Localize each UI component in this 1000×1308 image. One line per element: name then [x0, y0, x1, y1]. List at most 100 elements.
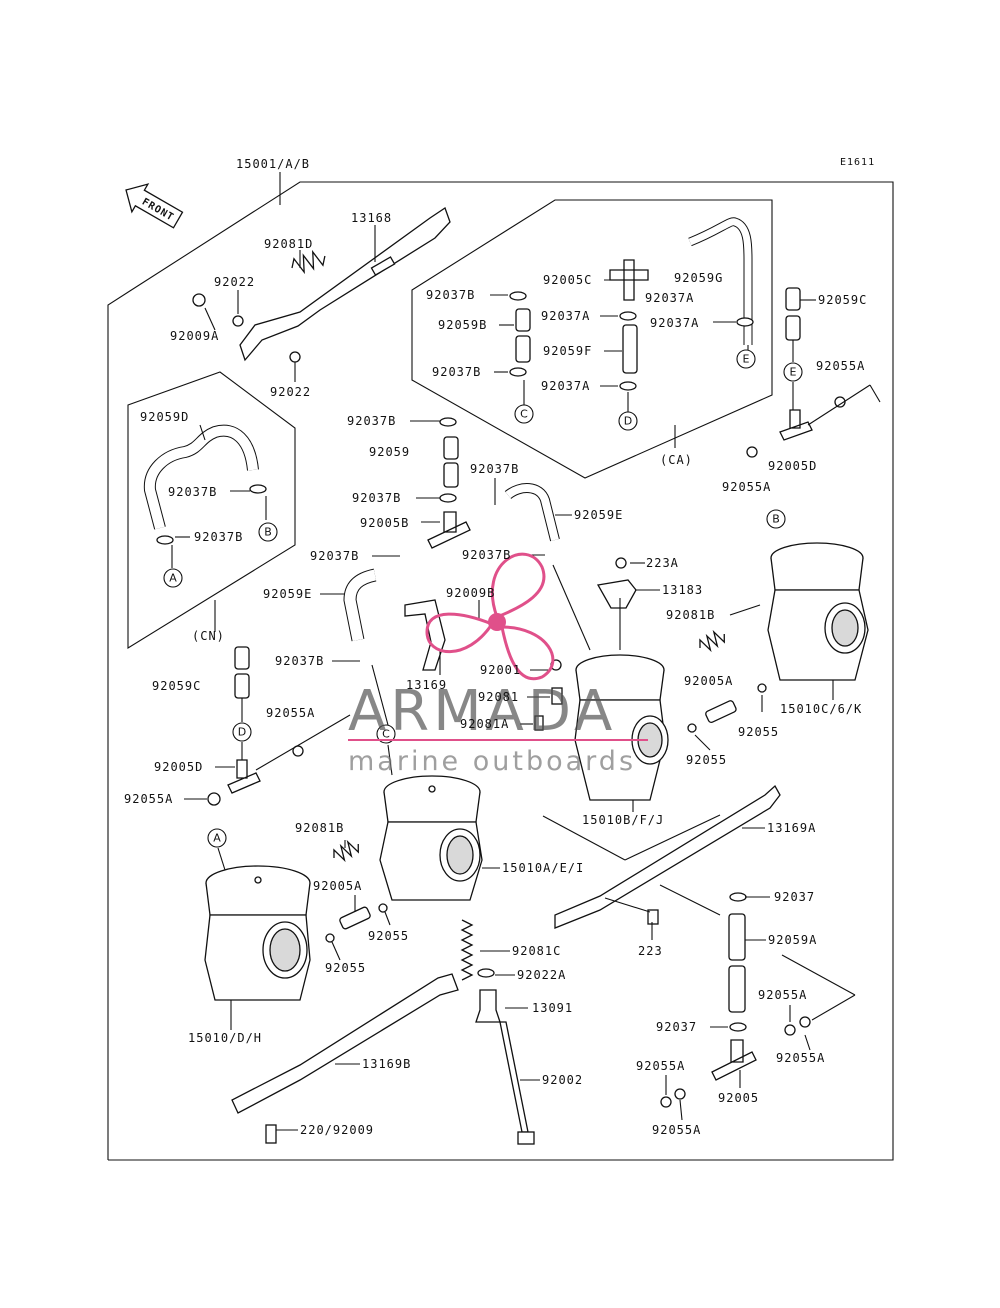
part-label: 13168 [351, 211, 392, 225]
diagram-frame [107, 172, 894, 1161]
part-label: 92037B [432, 365, 481, 379]
callout-e-top: E [743, 353, 750, 366]
part-drawings [143, 206, 869, 1145]
part-label: 92037 [656, 1020, 697, 1034]
part-label: 92037A [645, 291, 694, 305]
part-label: 92005B [360, 516, 409, 530]
part-label: 92037B [310, 549, 359, 563]
part-label: 92055A [722, 480, 771, 494]
part-label: 92055A [776, 1051, 825, 1065]
part-label: 92037B [352, 491, 401, 505]
part-label: 13091 [532, 1001, 573, 1015]
part-label: 92081 [478, 690, 519, 704]
callout-a-carb: A [213, 832, 221, 845]
carburetor-a-drawing [204, 865, 311, 1001]
part-label: 13169A [767, 821, 816, 835]
part-label: 92037A [541, 379, 590, 393]
part-label: 92005D [768, 459, 817, 473]
callout-d-left: D [238, 726, 246, 739]
part-label: 92037B [426, 288, 475, 302]
part-label: 92059B [438, 318, 487, 332]
carburetor-b-drawing [767, 542, 869, 681]
carburetor-c-drawing [379, 775, 483, 901]
part-label: 92001 [480, 663, 521, 677]
callout-e-right: E [790, 366, 797, 379]
part-label: 92055 [686, 753, 727, 767]
part-label: 92022 [214, 275, 255, 289]
part-label: 92059A [768, 933, 817, 947]
part-label: 92059D [140, 410, 189, 424]
part-label: 92059G [674, 271, 723, 285]
part-labels: 15001/A/B 13168 92081D 92022 92022 92009… [124, 157, 867, 1137]
part-label: 92081B [666, 608, 715, 622]
watermark-brand: ARMADA [348, 679, 616, 744]
part-label: 92037B [462, 548, 511, 562]
front-arrow-icon: FRONT [125, 183, 184, 229]
part-label: 13169B [362, 1057, 411, 1071]
part-label: 92037A [541, 309, 590, 323]
part-label: 92081A [460, 717, 509, 731]
part-label: 92059C [152, 679, 201, 693]
callout-circles: C D E E B A B D C A [163, 349, 803, 848]
part-label: 92037 [774, 890, 815, 904]
part-label: 92005D [154, 760, 203, 774]
group-label-ca: (CA) [660, 453, 693, 467]
part-label: 92055A [652, 1123, 701, 1137]
part-label: 92059E [263, 587, 312, 601]
part-label: 92022A [517, 968, 566, 982]
part-label: 223A [646, 556, 679, 570]
part-label: 92059 [369, 445, 410, 459]
part-label: 223 [638, 944, 663, 958]
part-label: 92055 [738, 725, 779, 739]
part-label: 92037B [347, 414, 396, 428]
callout-d-top: D [624, 415, 632, 428]
part-label: 13183 [662, 583, 703, 597]
part-label: 15001/A/B [236, 157, 310, 171]
part-label: 15010A/E/I [502, 861, 584, 875]
group-label-cn: (CN) [192, 629, 225, 643]
part-label: 92055A [636, 1059, 685, 1073]
part-label: 92081D [264, 237, 313, 251]
part-label: 92055 [368, 929, 409, 943]
part-label: 92055 [325, 961, 366, 975]
part-label: 92037B [470, 462, 519, 476]
part-label: 92059F [543, 344, 592, 358]
part-label: 15010/D/H [188, 1031, 262, 1045]
callout-c-top: C [520, 408, 528, 421]
part-label: 92055A [266, 706, 315, 720]
part-label: 92059E [574, 508, 623, 522]
watermark: ARMADA marine outboards [348, 552, 648, 777]
group-box-ca [411, 199, 773, 479]
leader-lines [171, 225, 881, 1131]
callout-c-carb: C [382, 728, 390, 741]
part-label: 92081B [295, 821, 344, 835]
part-label: 92059C [818, 293, 867, 307]
diagram-code: E1611 [840, 157, 875, 168]
part-label: 220/92009 [300, 1123, 374, 1137]
part-label: 13169 [406, 678, 447, 692]
part-label: 92081C [512, 944, 561, 958]
part-label: 92055A [758, 988, 807, 1002]
propeller-logo [425, 552, 555, 681]
part-label: 15010B/F/J [582, 813, 664, 827]
callout-a-cn: A [169, 572, 177, 585]
callout-b-carb: B [772, 513, 780, 526]
part-label: 92005 [718, 1091, 759, 1105]
part-label: 92037B [168, 485, 217, 499]
part-label: 92002 [542, 1073, 583, 1087]
part-label: 92009B [446, 586, 495, 600]
watermark-tagline: marine outboards [348, 746, 636, 777]
part-label: 92037A [650, 316, 699, 330]
part-label: 92005C [543, 273, 592, 287]
part-label: 92022 [270, 385, 311, 399]
part-label: 92009A [170, 329, 219, 343]
callout-b-cn: B [264, 526, 272, 539]
part-label: 92005A [684, 674, 733, 688]
part-label: 92055A [124, 792, 173, 806]
carburetor-b-mid-drawing [574, 654, 669, 801]
part-label: 92055A [816, 359, 865, 373]
part-label: 92037B [194, 530, 243, 544]
group-box-cn [127, 371, 296, 649]
part-label: 15010C/6/K [780, 702, 862, 716]
